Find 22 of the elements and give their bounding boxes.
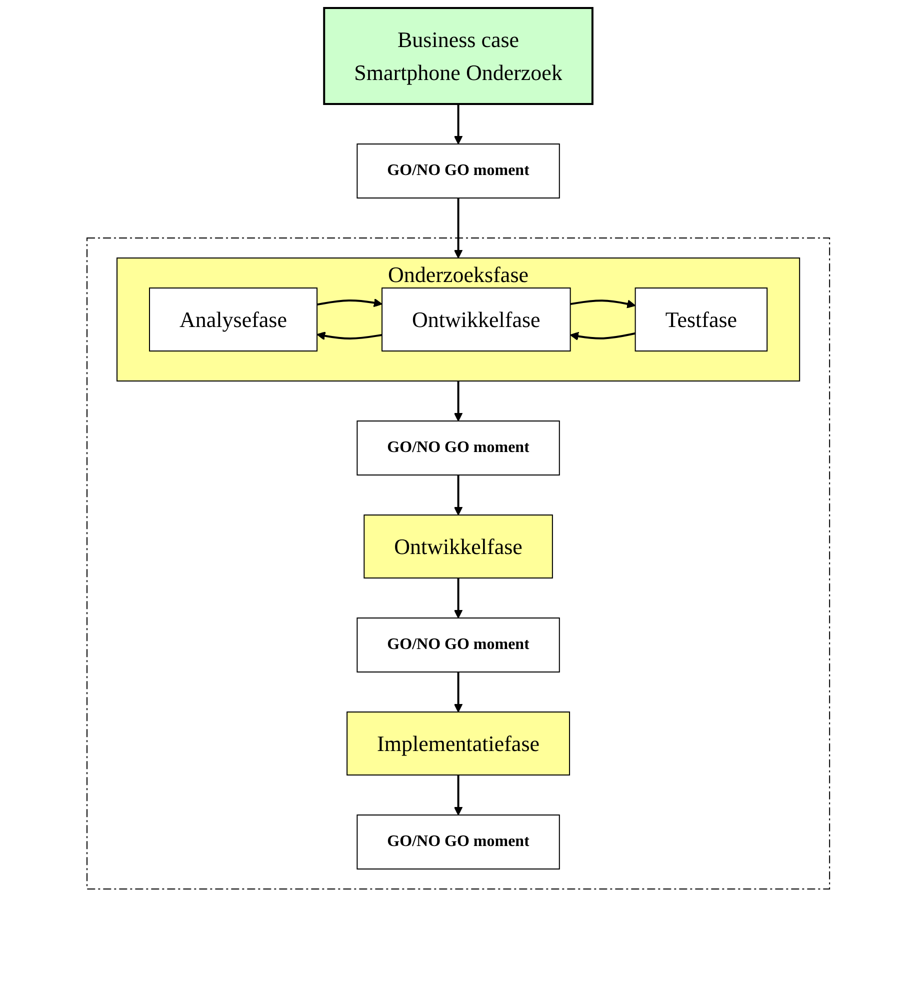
arrow [454, 104, 462, 144]
node-box: Analysefase [148, 288, 318, 352]
arrow [454, 381, 462, 422]
node-box: Ontwikkelfase [381, 288, 571, 352]
node-box: GO/NO GO moment [356, 618, 560, 672]
arrow [570, 332, 636, 341]
arrow [316, 332, 382, 340]
arrow [570, 300, 636, 308]
node-box: GO/NO GO moment [356, 144, 560, 198]
arrow [454, 475, 462, 516]
arrow [454, 672, 462, 712]
arrow [454, 198, 462, 258]
node-box: Business case Smartphone Onderzoek [322, 7, 594, 105]
node-box: Ontwikkelfase [363, 514, 553, 578]
arrow [454, 775, 462, 816]
cluster [86, 238, 830, 890]
node-box: GO/NO GO moment [356, 420, 560, 476]
arrow [316, 298, 382, 308]
node-box: Testfase [634, 288, 768, 352]
node-box: Implementatiefase [346, 712, 570, 776]
node-box: GO/NO GO moment [356, 814, 560, 870]
arrow [454, 578, 462, 618]
